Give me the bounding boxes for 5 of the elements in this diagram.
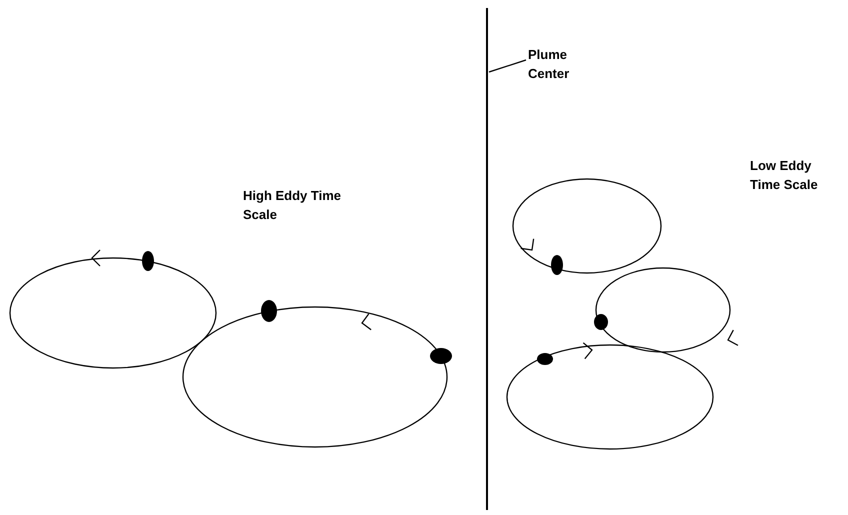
annotation-text: Low Eddy Time Scale — [750, 157, 819, 194]
plume-center-line — [486, 8, 488, 510]
annotation-text: High Eddy Time Scale — [243, 187, 342, 224]
leader-line — [488, 59, 526, 73]
callout-text: Plume Center — [528, 46, 600, 84]
